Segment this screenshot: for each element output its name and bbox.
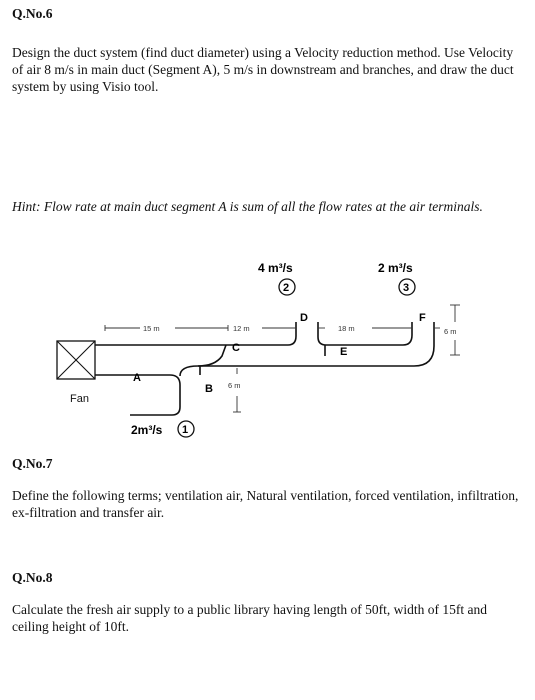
terminal-2-number: 2 [283,282,289,294]
dimension-15m: 15 m [143,324,160,333]
q6-heading: Q.No.6 [12,6,53,21]
q6-body: Design the duct system (find duct diamet… [12,45,514,94]
terminal-1-number: 1 [182,424,188,436]
terminal-3-circle [398,278,416,296]
segment-a-label: A [133,372,141,384]
flow-2-label: 4 m³/s [258,261,293,275]
main-duct [95,322,435,416]
q8-heading: Q.No.8 [12,570,53,585]
duct-diagram: 4 m³/s 2 m³/s 2m³/s 2 3 1 Fan A B C D E … [56,261,460,438]
dimension-18m: 18 m [338,324,355,333]
segment-f-label: F [419,312,426,324]
q6-hint: Hint: Flow rate at main duct segment A i… [12,199,483,214]
dimension-6m-right: 6 m [444,327,457,336]
terminal-1-circle [177,420,195,438]
segment-c-label: C [232,342,240,354]
q7-heading: Q.No.7 [12,456,53,471]
flow-3-label: 2 m³/s [378,261,413,275]
terminal-3-number: 3 [403,282,409,294]
segment-d-label: D [300,312,308,324]
dimension-12m: 12 m [233,324,250,333]
flow-1-label: 2m³/s [131,423,163,437]
segment-e-label: E [340,346,347,358]
q8-body: Calculate the fresh air supply to a publ… [12,602,488,634]
dimension-6m-down: 6 m [228,381,241,390]
fan-box [56,340,96,380]
segment-b-label: B [205,383,213,395]
fan-label: Fan [70,393,89,405]
q7-body: Define the following terms; ventilation … [12,488,519,520]
terminal-2-circle [278,278,296,296]
dimension-lines [104,304,460,413]
